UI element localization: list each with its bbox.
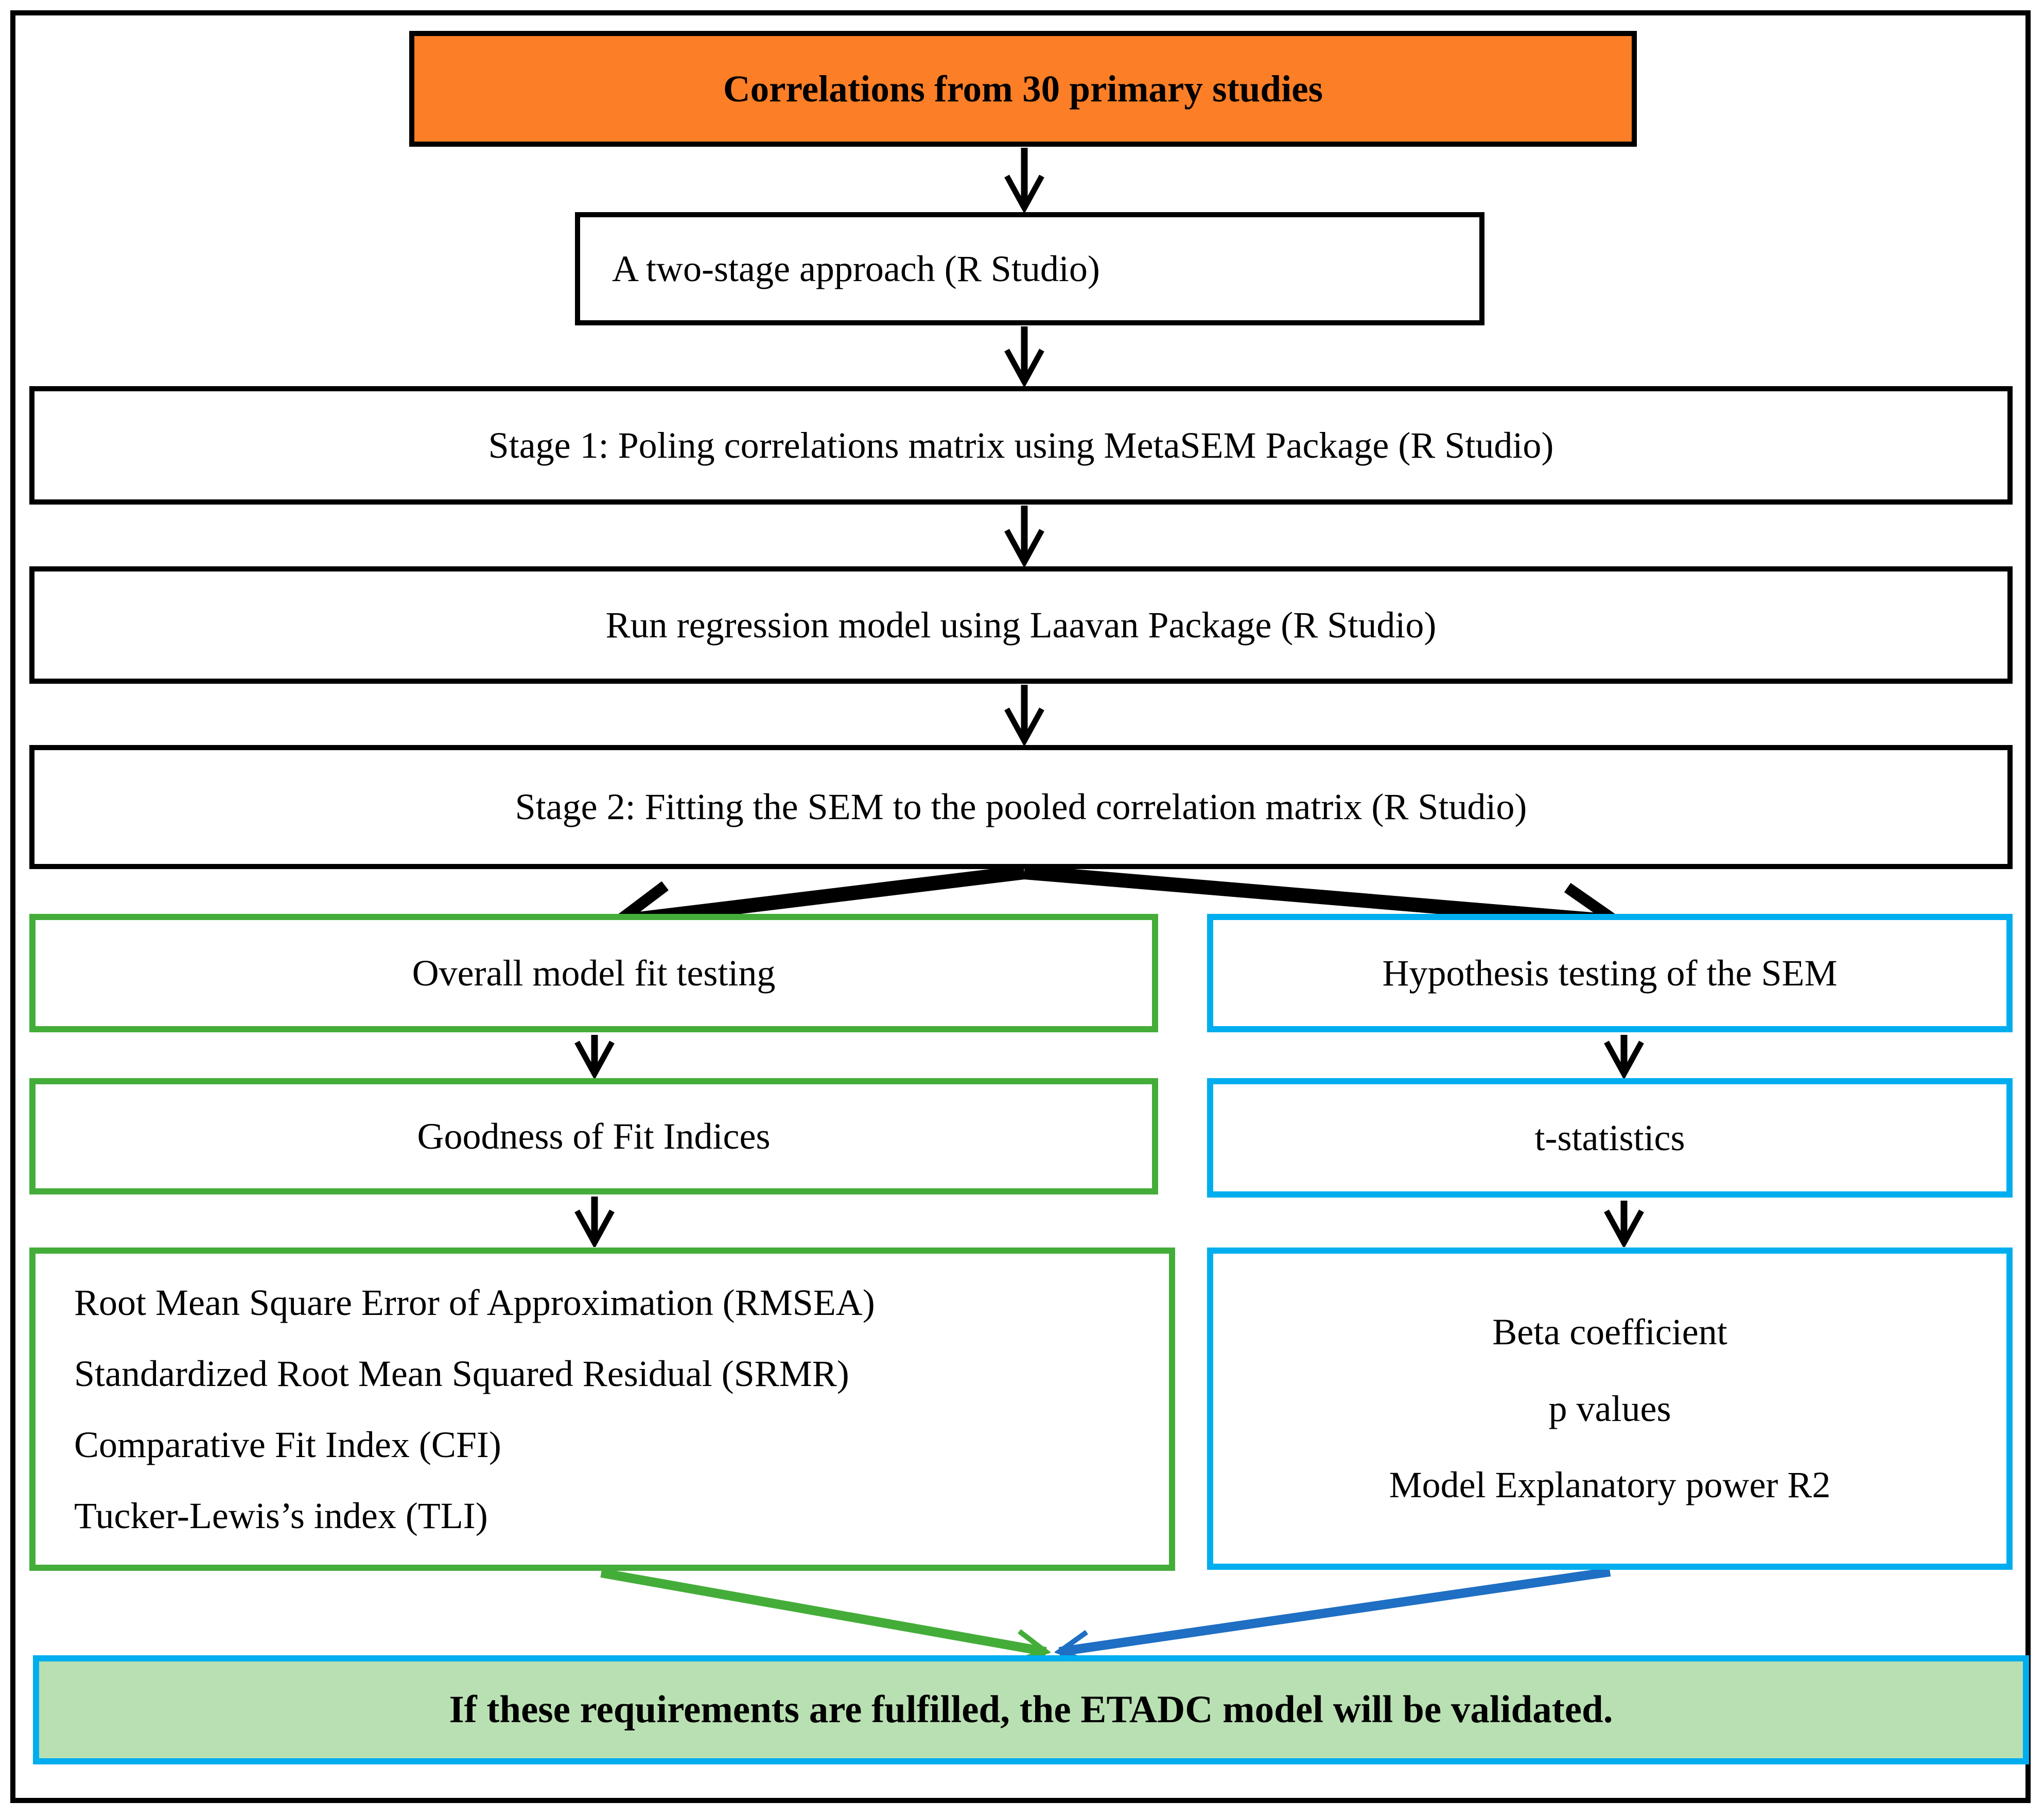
regression-box: Run regression model using Laavan Packag… xyxy=(29,566,2013,684)
approach-box-label: A two-stage approach (R Studio) xyxy=(612,248,1100,289)
source-box-label: Correlations from 30 primary studies xyxy=(723,67,1323,110)
fit-index-rmsea: Root Mean Square Error of Approximation … xyxy=(74,1281,875,1323)
source-box: Correlations from 30 primary studies xyxy=(409,31,1637,147)
output-beta: Beta coefficient xyxy=(1492,1311,1727,1353)
overall-fit-box-label: Overall model fit testing xyxy=(412,952,776,994)
stage2-box-label: Stage 2: Fitting the SEM to the pooled c… xyxy=(515,786,1527,828)
hypothesis-box: Hypothesis testing of the SEM xyxy=(1207,914,2013,1032)
fit-index-cfi: Comparative Fit Index (CFI) xyxy=(74,1424,501,1465)
t-statistics-box: t-statistics xyxy=(1207,1078,2013,1198)
stage2-box: Stage 2: Fitting the SEM to the pooled c… xyxy=(29,745,2013,869)
outer-frame xyxy=(10,10,2031,1803)
t-statistics-box-label: t-statistics xyxy=(1534,1117,1685,1158)
conclusion-box: If these requirements are fulfilled, the… xyxy=(33,1655,2029,1764)
conclusion-box-label: If these requirements are fulfilled, the… xyxy=(449,1688,1613,1731)
hypothesis-outputs-box: Beta coefficient p values Model Explanat… xyxy=(1207,1248,2013,1570)
overall-fit-box: Overall model fit testing xyxy=(29,914,1158,1032)
goodness-of-fit-box-label: Goodness of Fit Indices xyxy=(417,1115,771,1157)
fit-index-srmr: Standardized Root Mean Squared Residual … xyxy=(74,1353,849,1394)
output-pvalues: p values xyxy=(1548,1388,1671,1429)
goodness-of-fit-box: Goodness of Fit Indices xyxy=(29,1078,1158,1194)
stage1-box: Stage 1: Poling correlations matrix usin… xyxy=(29,386,2013,505)
regression-box-label: Run regression model using Laavan Packag… xyxy=(605,604,1437,646)
fit-indices-box: Root Mean Square Error of Approximation … xyxy=(29,1248,1175,1571)
stage1-box-label: Stage 1: Poling correlations matrix usin… xyxy=(488,424,1554,466)
approach-box: A two-stage approach (R Studio) xyxy=(575,212,1484,325)
fit-index-tli: Tucker-Lewis’s index (TLI) xyxy=(74,1495,488,1536)
output-r2: Model Explanatory power R2 xyxy=(1389,1464,1831,1506)
hypothesis-box-label: Hypothesis testing of the SEM xyxy=(1382,952,1838,994)
